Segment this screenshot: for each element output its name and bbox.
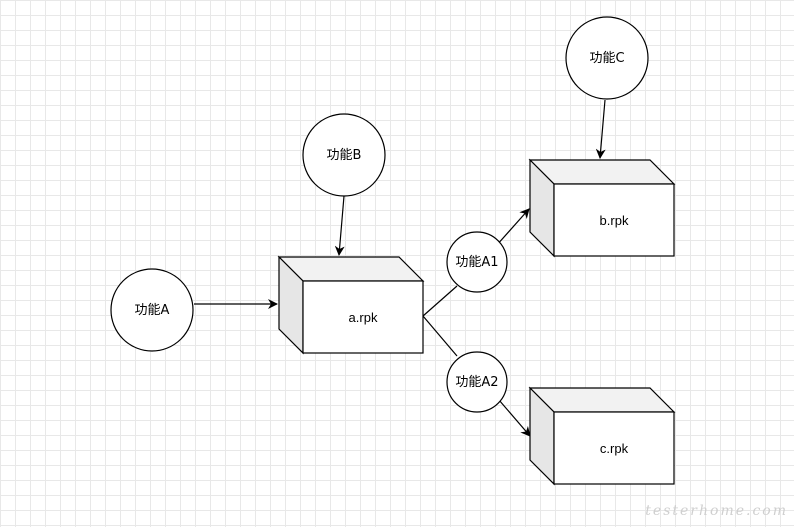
watermark: testerhome.com <box>645 503 788 519</box>
package-b-rpk-top <box>528 159 676 185</box>
package-a-rpk-top <box>277 256 425 282</box>
edge-a-rpk-to-func-a2 <box>422 315 458 357</box>
edge-func-a1-to-b-rpk <box>495 208 530 247</box>
node-func-b-circle <box>302 113 386 197</box>
node-func-a2: 功能A2 <box>446 351 508 413</box>
package-b-rpk-label: b.rpk <box>600 213 629 228</box>
node-func-a1-circle <box>446 231 508 293</box>
node-func-a1: 功能A1 <box>446 231 508 293</box>
package-c-rpk: c.rpk <box>528 386 676 486</box>
edge-func-c-to-b-rpk <box>595 99 606 159</box>
node-func-a2-label: 功能A2 <box>455 375 498 390</box>
edge-func-b-to-a-rpk <box>334 195 345 256</box>
node-func-c: 功能C <box>565 16 649 100</box>
node-func-c-circle <box>565 16 649 100</box>
node-func-a-circle <box>110 268 194 352</box>
package-a-rpk-label: a.rpk <box>349 310 378 325</box>
node-func-a1-label: 功能A1 <box>455 255 498 270</box>
package-b-rpk-front <box>553 183 675 257</box>
package-a-rpk: a.rpk <box>277 255 425 355</box>
node-func-a: 功能A <box>110 268 194 352</box>
node-func-b-label: 功能B <box>327 148 362 163</box>
node-func-a2-circle <box>446 351 508 413</box>
package-b-rpk: b.rpk <box>528 158 676 258</box>
package-a-rpk-front <box>302 280 424 354</box>
edge-func-a2-to-c-rpk <box>498 399 531 437</box>
node-func-c-label: 功能C <box>589 51 624 66</box>
edge-a-rpk-to-func-a1 <box>422 285 458 317</box>
package-c-rpk-label: c.rpk <box>600 441 629 456</box>
node-func-b: 功能B <box>302 113 386 197</box>
package-c-rpk-front <box>553 411 675 485</box>
package-c-rpk-top <box>528 387 676 413</box>
node-func-a-label: 功能A <box>135 303 170 318</box>
